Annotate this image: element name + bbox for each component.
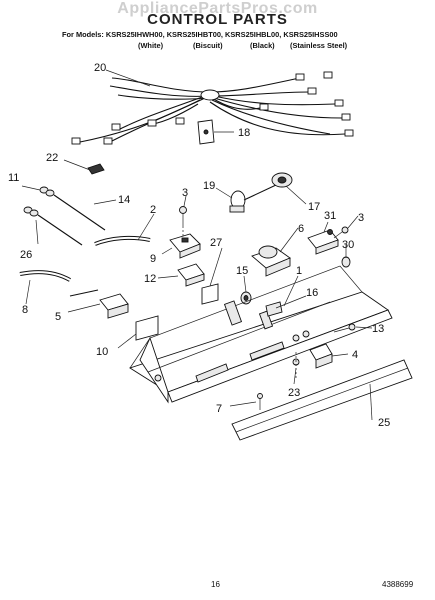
callout-13: 13 [372, 323, 384, 335]
callout-labels: 20 18 22 11 3 19 17 14 2 31 3 6 26 27 9 … [8, 62, 390, 429]
callout-12: 12 [144, 273, 156, 285]
switch-part-12 [177, 263, 205, 287]
screw-part [179, 206, 187, 245]
knob-part [240, 291, 252, 305]
control-housing [128, 265, 393, 404]
callout-18: 18 [238, 127, 250, 139]
callout-10: 10 [96, 346, 108, 358]
color-black: (Black) [250, 41, 275, 50]
front-panel-part [231, 359, 413, 441]
leader-lines [21, 69, 373, 421]
callout-4: 4 [352, 349, 358, 361]
screw-part-7 [257, 393, 263, 410]
mounting-plate-part [197, 119, 215, 145]
diagram-title: CONTROL PARTS [147, 11, 288, 28]
callout-1: 1 [296, 265, 302, 277]
callout-15: 15 [236, 265, 248, 277]
page-number: 16 [211, 580, 220, 589]
callout-25: 25 [378, 417, 390, 429]
control-part [251, 245, 291, 277]
callout-30: 30 [342, 239, 354, 251]
document-number: 4388699 [382, 580, 414, 589]
switch-part-31 [307, 229, 339, 255]
thermistor-probe-part [23, 186, 106, 246]
callout-8: 8 [22, 304, 28, 316]
screw-part-right [333, 226, 349, 239]
callout-23: 23 [288, 387, 300, 399]
callout-31: 31 [324, 210, 336, 222]
callout-3: 3 [182, 187, 188, 199]
tube-part-8 [19, 270, 71, 282]
callout-7: 7 [216, 403, 222, 415]
callout-2: 2 [150, 204, 156, 216]
callout-11: 11 [8, 172, 19, 184]
callout-6: 6 [298, 223, 304, 235]
tube-part [94, 235, 151, 246]
color-white: (White) [138, 41, 164, 50]
callout-27: 27 [210, 237, 222, 249]
wire-harness-part [71, 71, 354, 145]
light-socket-part [271, 172, 293, 188]
switch-part-5 [69, 289, 129, 319]
clip-part [87, 163, 105, 175]
callout-26: 26 [20, 249, 32, 261]
connector-part [292, 352, 300, 378]
model-list: For Models: KSRS25IHWH00, KSRS25IHBT00, … [62, 30, 338, 39]
callout-22: 22 [46, 152, 58, 164]
callout-14: 14 [118, 194, 130, 206]
bracket-part-16 [265, 301, 283, 317]
light-bulb-part [229, 184, 277, 213]
switch-part-4 [309, 343, 333, 369]
callout-20: 20 [94, 62, 106, 74]
screw-part-13 [333, 323, 356, 333]
color-biscuit: (Biscuit) [193, 41, 223, 50]
callout-5: 5 [55, 311, 61, 323]
callout-19: 19 [203, 180, 215, 192]
callout-9: 9 [150, 253, 156, 265]
callout-3b: 3 [358, 212, 364, 224]
switch-part [169, 233, 201, 259]
color-row: (White) (Biscuit) (Black) (Stainless Ste… [0, 41, 435, 51]
callout-16: 16 [306, 287, 318, 299]
callout-17: 17 [308, 201, 320, 213]
label-part [201, 283, 219, 305]
bracket-part [341, 256, 351, 268]
watermark: AppliancePartsPros.com [117, 0, 318, 17]
color-stainless: (Stainless Steel) [290, 41, 348, 50]
